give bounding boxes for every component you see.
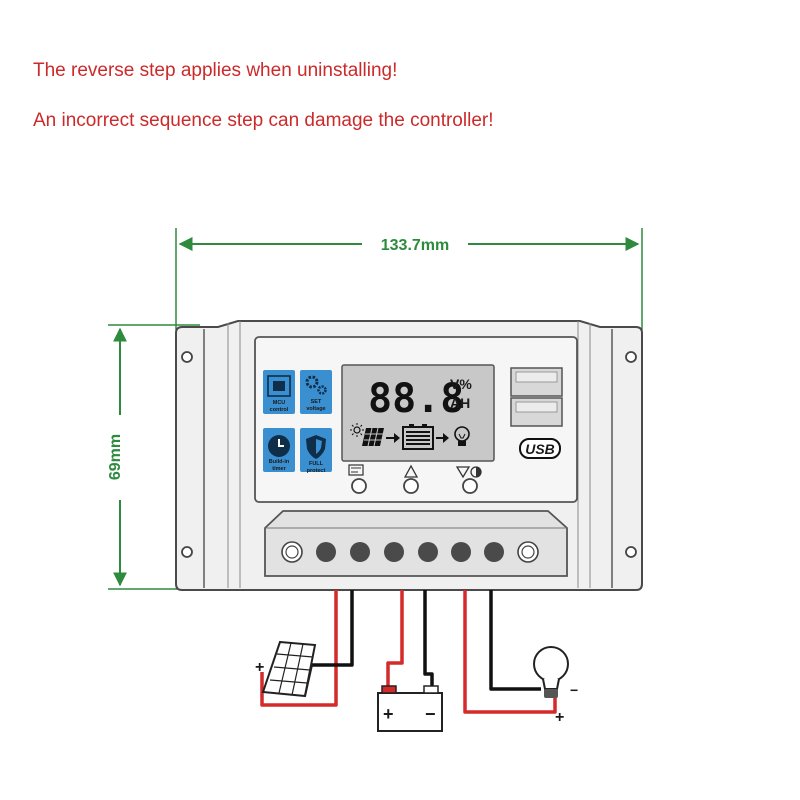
mount-hole-bottom-left: [181, 546, 193, 558]
svg-text:voltage: voltage: [306, 406, 325, 412]
load-negative-wire: [489, 590, 541, 691]
terminal-battery-negative[interactable]: [418, 542, 438, 562]
height-label: 69mm: [107, 434, 124, 480]
lcd-battery-icon: [402, 424, 434, 450]
warning-uninstall: The reverse step applies when uninstalli…: [33, 60, 398, 81]
svg-text:control: control: [270, 407, 289, 413]
terminal-solar-negative[interactable]: [350, 542, 370, 562]
lcd-reading: 88.8: [368, 376, 464, 422]
terminal-load-negative[interactable]: [484, 542, 504, 562]
lcd-display: 88.8 V% AH: [341, 364, 495, 462]
lcd-solar-panel-icon: [362, 427, 384, 447]
battery-minus-sign: −: [425, 704, 436, 724]
lcd-bulb-icon: [454, 426, 470, 446]
battery-icon: + −: [377, 685, 443, 732]
solar-panel-icon: +: [255, 640, 317, 698]
svg-text:SET: SET: [311, 399, 322, 405]
svg-text:timer: timer: [272, 466, 286, 472]
button-icon-up: [403, 464, 419, 478]
terminal-battery-positive[interactable]: [384, 542, 404, 562]
warning-sequence: An incorrect sequence step can damage th…: [33, 110, 494, 131]
lcd-arrow-icon: [386, 433, 400, 443]
menu-button[interactable]: [351, 478, 367, 494]
width-dimension: 133.7mm: [175, 228, 643, 330]
terminal-screw-right: [517, 541, 539, 563]
light-bulb-icon: − +: [533, 646, 578, 726]
battery-plus-sign: +: [383, 704, 394, 724]
lcd-arrow-icon: [436, 433, 449, 443]
build-in-timer-icon: Build-in timer: [263, 428, 295, 472]
load-plus-sign: +: [555, 709, 564, 726]
load-minus-sign: −: [570, 682, 578, 698]
battery-negative-wire: [423, 590, 434, 688]
mcu-control-icon: MCU control: [263, 370, 295, 414]
mount-hole-top-right: [625, 351, 637, 363]
lcd-unit-top: V%: [450, 376, 472, 392]
terminal-load-positive[interactable]: [451, 542, 471, 562]
button-icon-down: [455, 466, 482, 479]
terminal-block: [264, 510, 568, 577]
mount-hole-top-left: [181, 351, 193, 363]
full-protect-icon: FULL protect: [300, 428, 332, 474]
usb-ports: [510, 367, 563, 427]
svg-text:Build-in: Build-in: [269, 459, 290, 465]
height-dimension: 69mm: [107, 324, 200, 590]
solar-positive-wire: [260, 590, 338, 707]
solar-negative-wire: [312, 590, 354, 667]
up-button[interactable]: [403, 478, 419, 494]
svg-text:FULL: FULL: [309, 461, 324, 467]
svg-text:MCU: MCU: [273, 400, 286, 406]
svg-text:protect: protect: [307, 468, 326, 474]
width-label: 133.7mm: [381, 237, 450, 254]
button-icon-menu: [348, 464, 364, 476]
load-positive-wire: [463, 590, 557, 714]
lcd-unit-bottom: AH: [450, 395, 470, 411]
mount-hole-bottom-right: [625, 546, 637, 558]
down-button[interactable]: [462, 478, 478, 494]
lcd-sun-icon: [350, 423, 364, 437]
solar-plus-sign: +: [255, 659, 264, 676]
set-voltage-icon: SET voltage: [300, 370, 332, 414]
battery-positive-wire: [386, 590, 404, 688]
wiring: [260, 590, 557, 714]
terminal-screw-left: [281, 541, 303, 563]
terminal-solar-positive[interactable]: [316, 542, 336, 562]
usb-label: USB: [525, 441, 555, 457]
usb-logo: USB: [519, 438, 561, 459]
